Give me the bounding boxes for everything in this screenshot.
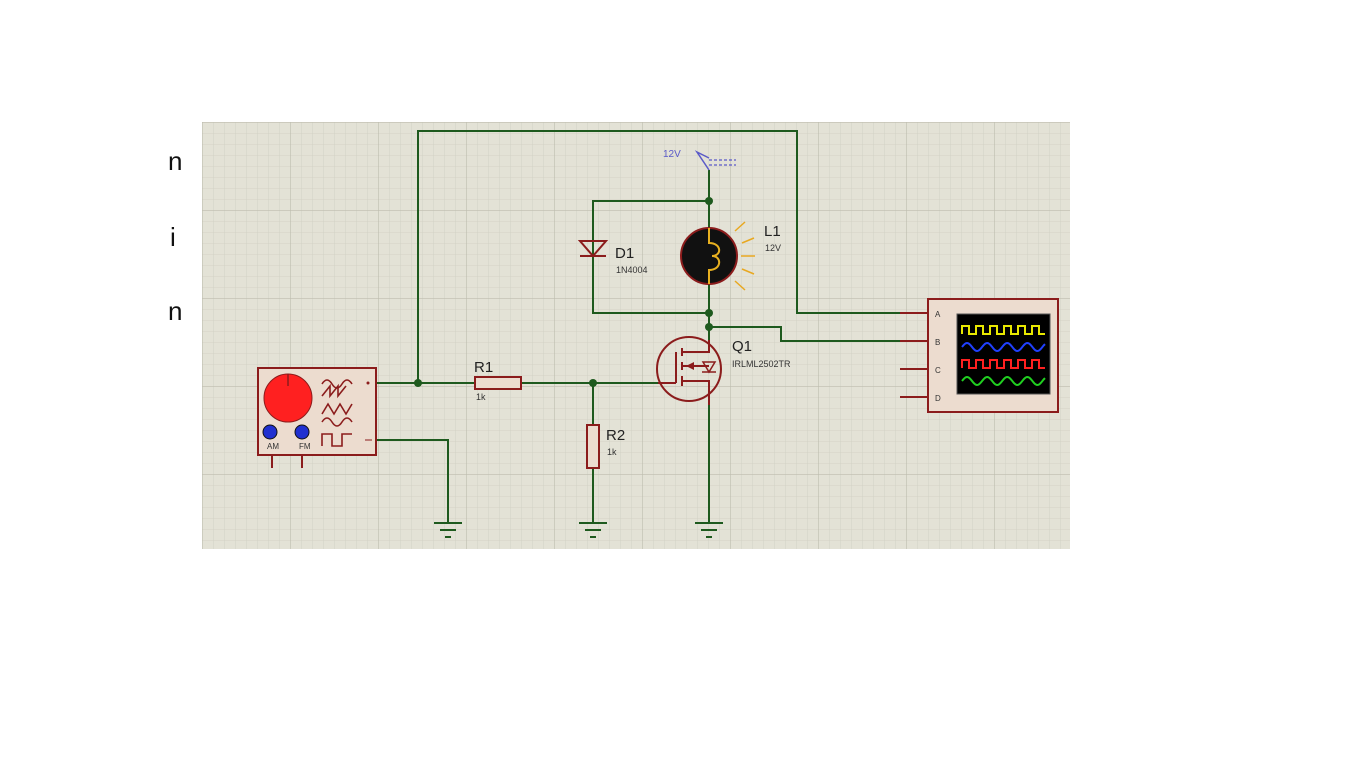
oscilloscope[interactable]: A B C D xyxy=(900,298,1059,413)
square-wave-icon xyxy=(321,433,352,447)
resistor-icon xyxy=(474,376,522,390)
l1-ref: L1 xyxy=(764,223,781,240)
junction-dot xyxy=(705,323,713,331)
junction-dot xyxy=(705,309,713,317)
r2-value: 1k xyxy=(607,447,617,457)
l1-value: 12V xyxy=(765,243,781,253)
function-generator[interactable]: AM FM xyxy=(257,367,377,468)
side-letter-2: i xyxy=(170,222,176,252)
triangle-wave-icon xyxy=(321,402,353,416)
waveform-icons xyxy=(321,379,353,447)
side-letter-3: n xyxy=(168,296,183,326)
junction-dot xyxy=(414,379,422,387)
wires xyxy=(376,130,928,522)
scope-pins xyxy=(900,312,928,398)
r2-ref: R2 xyxy=(606,427,625,444)
junction-dot xyxy=(705,197,713,205)
wire-scope-b xyxy=(709,326,928,342)
scope-trace-1 xyxy=(961,325,1045,335)
fm-label: FM xyxy=(299,442,311,451)
r1-value: 1k xyxy=(476,392,486,402)
sine-wave-icon xyxy=(321,417,353,427)
sawtooth-wave-icon xyxy=(321,383,347,399)
q1-value: IRLML2502TR xyxy=(732,359,791,369)
power-terminal[interactable]: 12V xyxy=(663,149,736,171)
fm-knob-icon[interactable] xyxy=(294,424,310,440)
scope-trace-4 xyxy=(961,375,1046,387)
d1-ref: D1 xyxy=(615,245,634,262)
mosfet-body-icon xyxy=(656,336,722,402)
ground-icon xyxy=(695,522,723,538)
diode-icon xyxy=(577,240,609,258)
am-label: AM xyxy=(267,442,279,451)
grid-lines xyxy=(202,122,1070,549)
lamp-rays-icon xyxy=(734,221,755,291)
q1-ref: Q1 xyxy=(732,338,752,355)
side-letter-1: n xyxy=(168,146,183,176)
scope-traces xyxy=(961,325,1046,387)
power-label: 12V xyxy=(663,149,681,160)
scope-trace-3 xyxy=(961,359,1045,369)
mosfet-q1[interactable]: Q1 IRLML2502TR xyxy=(656,336,791,405)
power-arrow-icon xyxy=(694,150,710,171)
wire-scope-a xyxy=(417,130,928,383)
channel-b-label: B xyxy=(935,338,940,347)
resistor-r1[interactable]: R1 1k xyxy=(474,359,522,402)
ground-symbols xyxy=(434,522,723,538)
scope-trace-2 xyxy=(961,341,1046,353)
generator-pins xyxy=(271,455,303,468)
junction-dot xyxy=(589,379,597,387)
ground-icon xyxy=(434,522,462,538)
diode-d1[interactable]: D1 1N4004 xyxy=(577,240,648,275)
wire-gen-gnd xyxy=(376,439,449,522)
channel-d-label: D xyxy=(935,394,941,403)
channel-a-label: A xyxy=(935,310,941,319)
lamp-l1[interactable]: L1 12V xyxy=(680,221,781,291)
resistor-r2[interactable]: R2 1k xyxy=(586,424,625,469)
r1-ref: R1 xyxy=(474,359,493,376)
d1-value: 1N4004 xyxy=(616,265,648,275)
channel-c-label: C xyxy=(935,366,941,375)
resistor-icon xyxy=(586,424,600,469)
junctions xyxy=(414,197,713,387)
lamp-filament-icon xyxy=(708,228,721,284)
am-knob-icon[interactable] xyxy=(262,424,278,440)
ground-icon xyxy=(579,522,607,538)
